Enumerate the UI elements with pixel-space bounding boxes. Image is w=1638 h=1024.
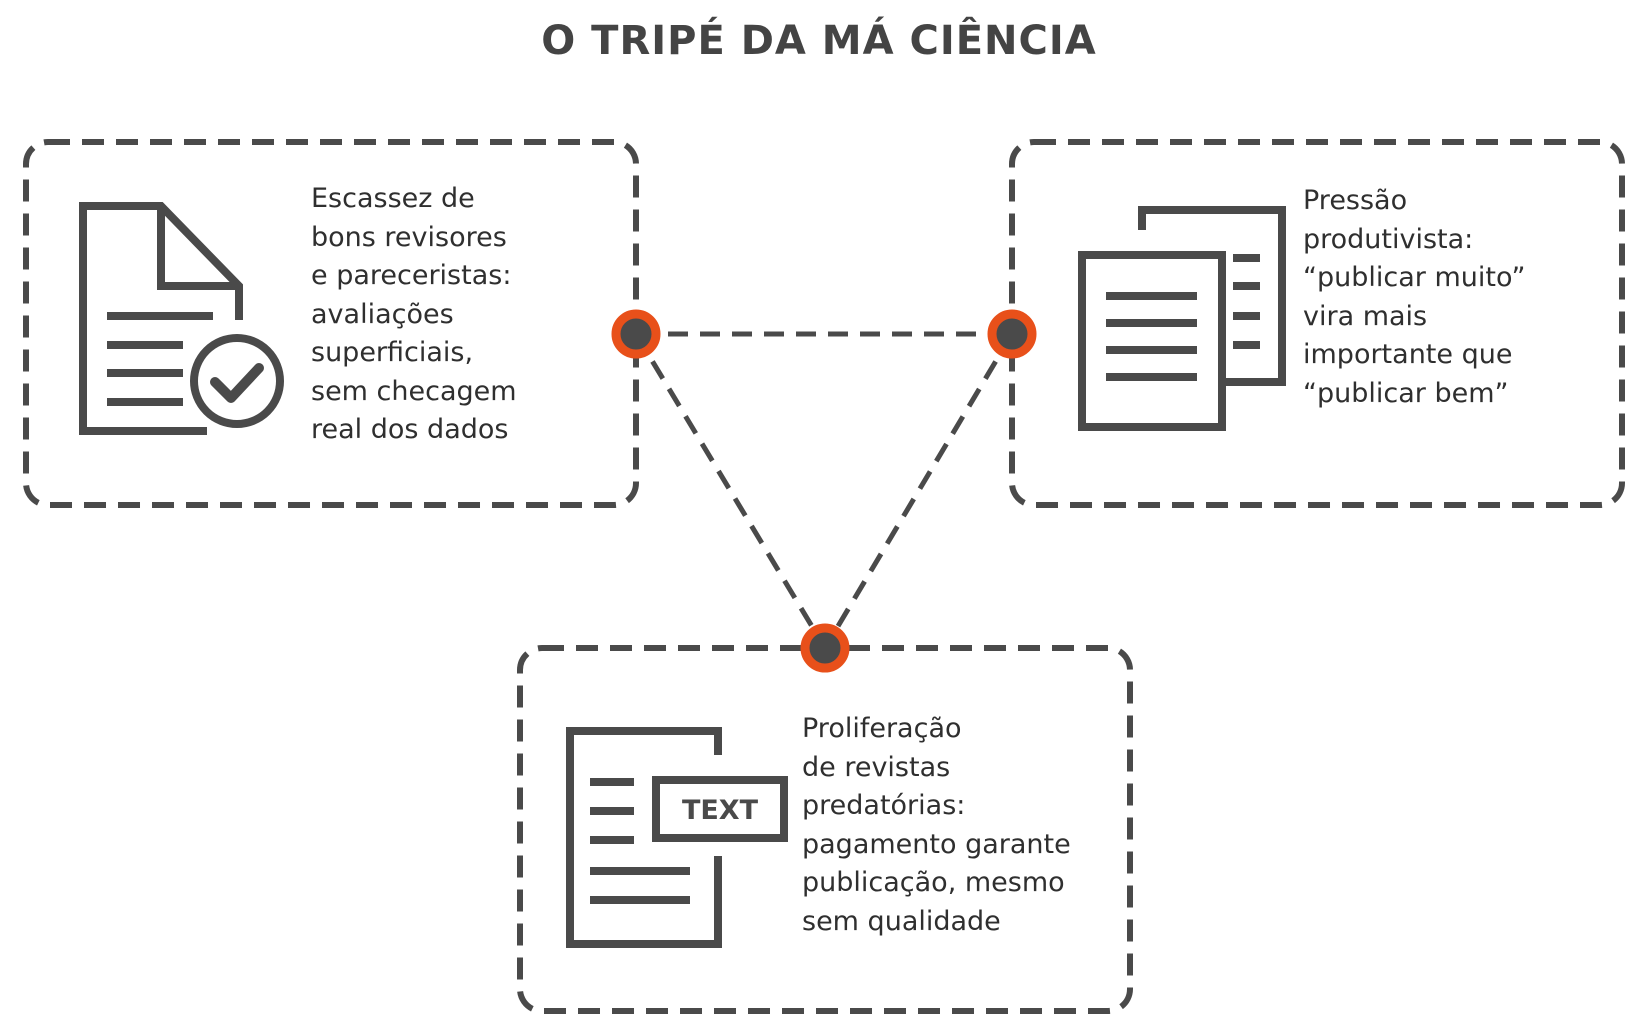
box-reviewers-line: real dos dados [311, 414, 509, 445]
document-check-icon [79, 202, 284, 435]
connector-left [633, 332, 828, 650]
box-reviewers-line: e pareceristas: [311, 260, 512, 291]
box-predatory-text: Proliferação de revistas predatórias: pa… [802, 710, 1071, 941]
box-productivism-line: “publicar muito” [1303, 262, 1526, 293]
document-text-icon [566, 727, 788, 948]
box-reviewers-text: Escassez de bons revisores e parecerista… [311, 180, 517, 450]
box-productivism-line: produtivista: [1303, 223, 1474, 255]
box-productivism-line: Pressão [1303, 185, 1408, 216]
connector-right [822, 332, 1015, 650]
box-predatory-line: predatórias: [802, 790, 966, 821]
node-right [987, 309, 1037, 359]
box-reviewers-line: avaliações [311, 298, 454, 330]
box-productivism-line: vira mais [1303, 300, 1428, 332]
box-predatory-line: publicação, mesmo [802, 867, 1065, 898]
document-text-icon-label: TEXT [682, 795, 759, 826]
box-reviewers-line: sem checagem [311, 375, 517, 407]
box-reviewers-line: superficiais, [311, 337, 474, 368]
box-reviewers-line: Escassez de [311, 183, 475, 214]
documents-stack-icon [1078, 206, 1286, 431]
box-predatory-line: sem qualidade [802, 905, 1001, 937]
box-productivism-line: “publicar bem” [1303, 377, 1509, 409]
box-predatory-line: de revistas [802, 751, 951, 783]
box-reviewers-line: bons revisores [311, 221, 507, 253]
box-productivism-text: Pressão produtivista: “publicar muito” v… [1303, 182, 1526, 413]
diagram-title: O TRIPÉ DA MÁ CIÊNCIA [541, 18, 1097, 64]
box-predatory-line: Proliferação [802, 713, 962, 744]
node-bottom [800, 623, 850, 673]
box-productivism-line: importante que [1303, 339, 1513, 370]
box-predatory-line: pagamento garante [802, 828, 1071, 860]
node-left [611, 309, 661, 359]
